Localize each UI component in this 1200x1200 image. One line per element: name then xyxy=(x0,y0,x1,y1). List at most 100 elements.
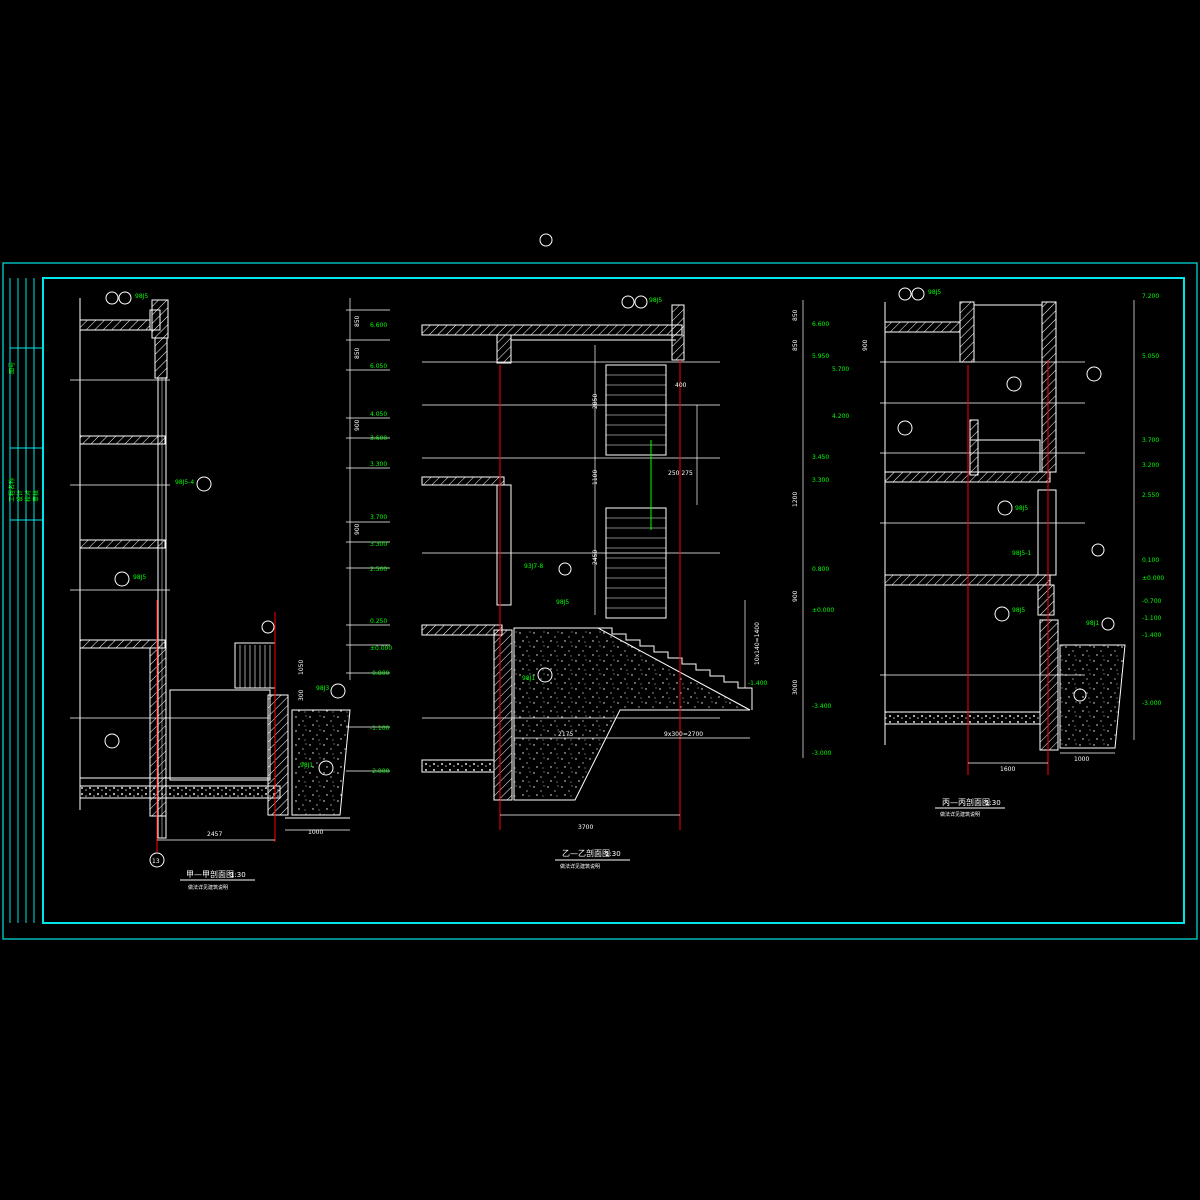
mid-title-text: 乙—乙剖面图 xyxy=(562,848,610,858)
mid-dim-run-left: 2175 xyxy=(558,731,573,738)
left-callout-3: 98J3 xyxy=(316,685,329,692)
left-dim-width: 2457 xyxy=(207,831,222,838)
middle-title: 乙—乙剖面图 1:30 做法详见建筑说明 xyxy=(555,848,630,870)
right-title-scale: 1:30 xyxy=(985,799,1001,807)
right-elev-right-0: 7.200 xyxy=(1142,293,1159,300)
title-block-row-4: 校对 xyxy=(24,490,32,502)
right-elev-left-6: 0.800 xyxy=(812,566,829,573)
right-elev-left-8: -3.400 xyxy=(812,703,832,710)
left-elev-0: 6.600 xyxy=(370,322,387,329)
right-dim-height: 3000 xyxy=(792,680,799,695)
right-dim-v5: 850 xyxy=(792,339,799,351)
left-callout-2: 98J5 xyxy=(133,574,146,581)
left-axis-label: 13 xyxy=(152,858,160,865)
left-elev-1: 6.050 xyxy=(370,363,387,370)
left-vdim-3: 900 xyxy=(354,523,361,535)
right-title: 丙—丙剖面图 1:30 做法详见建筑说明 xyxy=(935,797,1005,818)
outer-frame xyxy=(2,262,1198,940)
title-block xyxy=(9,278,43,923)
right-callout-0: 98J5 xyxy=(928,289,941,296)
left-callout-1: 98J5-4 xyxy=(175,479,194,486)
left-title: 甲—甲剖面图 1:30 做法详见建筑说明 xyxy=(180,869,255,891)
right-elev-right-4: 2.550 xyxy=(1142,492,1159,499)
right-elev-left-5: 3.300 xyxy=(812,477,829,484)
right-callout-3: 98J5 xyxy=(1012,607,1025,614)
title-block-row-2: 工程名称 xyxy=(8,478,16,502)
right-dim-v1: 1200 xyxy=(792,492,799,507)
mid-callout-2: 98J5 xyxy=(556,599,569,606)
mid-callout-3: 98J1 xyxy=(522,675,535,682)
mid-dim-h1: 2850 xyxy=(592,394,599,409)
right-elev-right-3: 3.200 xyxy=(1142,462,1159,469)
mid-dim-rise: 10x140=1400 xyxy=(754,622,761,665)
mid-dim-step: 250 275 xyxy=(668,470,693,477)
right-dim-v4: 850 xyxy=(792,309,799,321)
right-elev-left-1: 5.950 xyxy=(812,353,829,360)
left-elev-5: 3.700 xyxy=(370,514,387,521)
right-title-note: 做法详见建筑说明 xyxy=(940,811,980,818)
right-callout-1: 98J5-1 xyxy=(1012,550,1031,557)
right-callout-2: 98J5 xyxy=(1015,505,1028,512)
title-block-text: 图号 工程名称 设计 校对 审核 xyxy=(8,362,40,502)
right-elev-right-10: -3.000 xyxy=(1142,700,1162,707)
section-middle xyxy=(421,233,753,830)
section-right-labels: 6.600 5.950 5.700 4.200 3.450 3.300 0.80… xyxy=(792,289,1164,773)
right-elev-right-8: -1.100 xyxy=(1142,615,1162,622)
right-callout-4: 98J1 xyxy=(1086,620,1099,627)
right-elev-right-1: 5.050 xyxy=(1142,353,1159,360)
inner-frame xyxy=(42,277,1185,924)
mid-dim-width: 3700 xyxy=(578,824,593,831)
section-left xyxy=(70,291,390,868)
left-elev-2: 4.050 xyxy=(370,411,387,418)
title-block-row-5: 审核 xyxy=(32,490,40,502)
section-middle-labels: 98J5 93J7-8 98J5 98J1 -1.400 3700 9x300=… xyxy=(522,297,768,831)
left-elev-11: -1.100 xyxy=(370,725,390,732)
left-dim-vertical-b: 300 xyxy=(298,689,305,701)
section-right xyxy=(802,287,1135,775)
right-elev-left-4: 3.450 xyxy=(812,454,829,461)
mid-callout-1: 93J7-8 xyxy=(524,563,543,570)
mid-elev-0: -1.400 xyxy=(748,680,768,687)
mid-dim-run: 9x300=2700 xyxy=(664,731,703,738)
right-elev-left-0: 6.600 xyxy=(812,321,829,328)
right-elev-left-9: -3.000 xyxy=(812,750,832,757)
left-vdim-0: 850 xyxy=(354,315,361,327)
right-dim-v2: 900 xyxy=(792,590,799,602)
right-dim-v3: 900 xyxy=(862,339,869,351)
section-left-labels: 6.600 6.050 4.050 3.600 3.300 3.700 3.30… xyxy=(133,293,392,865)
left-elev-4: 3.300 xyxy=(370,461,387,468)
left-elev-7: 2.500 xyxy=(370,566,387,573)
left-elev-3: 3.600 xyxy=(370,435,387,442)
right-dim-width-a: 1600 xyxy=(1000,766,1015,773)
title-block-row-1: 图号 xyxy=(9,362,16,374)
right-elev-left-2: 5.700 xyxy=(832,366,849,373)
mid-title-note: 做法详见建筑说明 xyxy=(560,863,600,870)
right-elev-right-2: 3.700 xyxy=(1142,437,1159,444)
left-callout-0: 98J5 xyxy=(135,293,148,300)
left-dim-ground: 1000 xyxy=(308,829,323,836)
left-elev-8: 0.250 xyxy=(370,618,387,625)
right-elev-left-3: 4.200 xyxy=(832,413,849,420)
right-dim-width-b: 1000 xyxy=(1074,756,1089,763)
left-dim-vertical-a: 1050 xyxy=(298,660,305,675)
mid-dim-h2: 1100 xyxy=(592,470,599,485)
left-elev-12: -2.000 xyxy=(370,768,390,775)
mid-callout-0: 98J5 xyxy=(649,297,662,304)
right-elev-right-5: 0.100 xyxy=(1142,557,1159,564)
left-title-note: 做法详见建筑说明 xyxy=(188,884,228,891)
left-elev-9: ±0.000 xyxy=(370,645,392,652)
left-title-scale: 1:30 xyxy=(230,871,246,879)
right-elev-right-6: ±0.000 xyxy=(1142,575,1164,582)
left-elev-10: -0.800 xyxy=(370,670,390,677)
left-title-text: 甲—甲剖面图 xyxy=(186,869,234,879)
left-vdim-2: 900 xyxy=(354,419,361,431)
right-elev-right-9: -1.400 xyxy=(1142,632,1162,639)
left-vdim-1: 850 xyxy=(354,347,361,359)
left-callout-4: 98J1 xyxy=(300,762,313,769)
right-elev-left-7: ±0.000 xyxy=(812,607,834,614)
right-elev-right-7: -0.700 xyxy=(1142,598,1162,605)
left-elev-6: 3.300 xyxy=(370,541,387,548)
mid-dim-top: 400 xyxy=(675,382,687,389)
mid-dim-h3: 2450 xyxy=(592,550,599,565)
